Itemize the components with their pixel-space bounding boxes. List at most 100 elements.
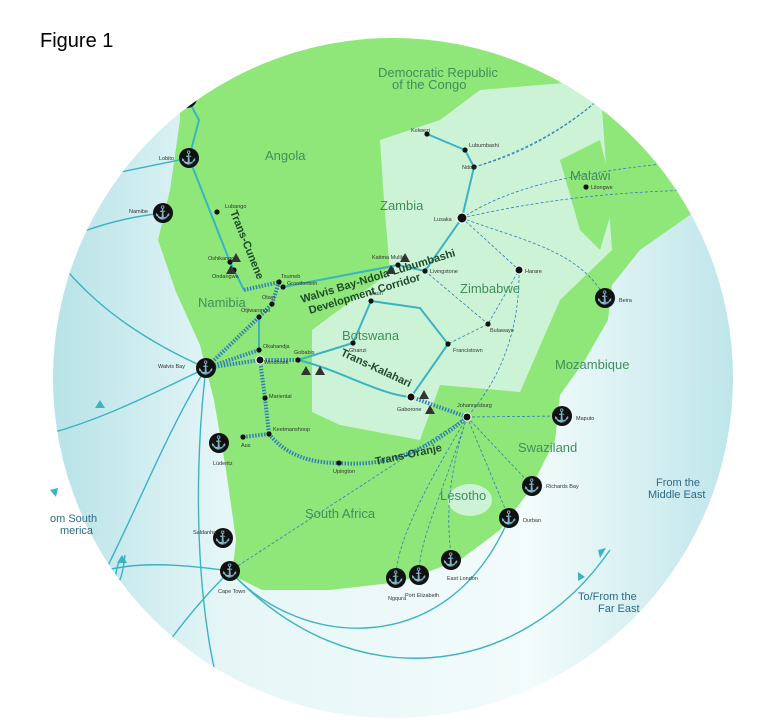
port-label: Luanda bbox=[157, 96, 176, 102]
city[interactable]: Katima Mulilo bbox=[372, 255, 405, 268]
arrow-icon bbox=[95, 400, 105, 408]
city-label: Francistown bbox=[453, 348, 483, 354]
city[interactable]: Oshikango bbox=[208, 256, 234, 265]
city-label: Gaborone bbox=[397, 407, 421, 413]
city[interactable]: Ghanzi bbox=[349, 340, 366, 354]
direction-arrows bbox=[50, 400, 606, 581]
port-anchor[interactable]: ⚓Luanda bbox=[157, 88, 197, 108]
city[interactable]: Gobabis bbox=[294, 350, 315, 363]
city-dot bbox=[262, 395, 268, 401]
city[interactable]: Mariental bbox=[262, 394, 292, 401]
city[interactable]: Otavi bbox=[262, 295, 275, 307]
city[interactable]: Aus bbox=[240, 434, 251, 449]
city-dot bbox=[276, 279, 282, 285]
country-label: Botswana bbox=[342, 328, 400, 343]
anchor-icon: ⚓ bbox=[155, 205, 171, 220]
city[interactable]: Keetmanshoop bbox=[266, 427, 310, 437]
city[interactable]: Lusaka bbox=[434, 212, 468, 224]
anchor-icon: ⚓ bbox=[179, 90, 195, 105]
city-label: Otjiwarongo bbox=[241, 308, 270, 314]
city-dot bbox=[227, 259, 233, 265]
city-dot bbox=[256, 314, 262, 320]
city[interactable]: Lilongwe bbox=[583, 184, 613, 191]
port-label: Walvis Bay bbox=[158, 364, 185, 370]
city[interactable]: Bulawayo bbox=[485, 321, 514, 334]
shipping-label: om South bbox=[50, 513, 97, 525]
city[interactable]: Okahandja bbox=[256, 344, 291, 353]
city-label: Katima Mulilo bbox=[372, 255, 405, 261]
city-dot bbox=[406, 392, 416, 402]
country-label: South Africa bbox=[305, 506, 376, 521]
city[interactable]: Maun bbox=[368, 291, 383, 304]
city[interactable]: Tsumeb bbox=[276, 274, 300, 285]
city-dot bbox=[445, 341, 451, 347]
port-anchor[interactable]: ⚓Walvis Bay bbox=[158, 358, 216, 378]
city[interactable]: Livingstone bbox=[422, 268, 458, 275]
city[interactable]: Upington bbox=[333, 460, 355, 475]
port-anchor[interactable]: ⚓Lüderitz bbox=[209, 433, 233, 467]
port-anchor[interactable]: ⚓Port Elizabeth bbox=[405, 565, 439, 599]
city-dot bbox=[336, 460, 342, 466]
city-label: Okahandja bbox=[263, 344, 291, 350]
city[interactable]: Windhoek bbox=[255, 355, 289, 366]
arrow-icon bbox=[50, 488, 58, 497]
warning-triangle-icon bbox=[301, 366, 311, 375]
city-label: Ndola bbox=[462, 165, 477, 171]
port-anchor[interactable]: ⚓Beira bbox=[595, 288, 633, 308]
city-label: Grootfontein bbox=[287, 281, 317, 287]
city-label: Bulawayo bbox=[490, 328, 514, 334]
anchor-icon: ⚓ bbox=[211, 435, 227, 450]
city-label: Aus bbox=[241, 443, 251, 449]
city-dot bbox=[350, 340, 356, 346]
port-anchor[interactable]: ⚓East London bbox=[441, 550, 478, 582]
city-label: Lilongwe bbox=[591, 185, 613, 191]
city[interactable]: Ndola bbox=[462, 164, 477, 171]
port-anchor[interactable]: ⚓Richards Bay bbox=[522, 476, 579, 496]
city[interactable]: Harare bbox=[514, 265, 542, 275]
shipping-label: From the bbox=[656, 477, 700, 489]
port-anchor[interactable]: ⚓Saldanha bbox=[193, 528, 233, 548]
port-label: Richards Bay bbox=[546, 484, 579, 490]
country-label: Malawi bbox=[570, 168, 611, 183]
port-label: Durban bbox=[523, 518, 541, 524]
city[interactable]: Francistown bbox=[445, 341, 483, 354]
city-label: Maun bbox=[369, 291, 383, 297]
city[interactable]: Kolwezi bbox=[411, 128, 430, 137]
city-dot bbox=[214, 209, 220, 215]
port-anchor[interactable]: ⚓ Namibe bbox=[129, 203, 173, 223]
country-label: Mozambique bbox=[555, 357, 629, 372]
anchor-icon: ⚓ bbox=[597, 290, 613, 305]
city-label: Ondangwa bbox=[212, 274, 240, 280]
city-dot bbox=[424, 131, 430, 137]
city-label: Ghanzi bbox=[349, 348, 366, 354]
city[interactable]: Grootfontein bbox=[280, 281, 317, 290]
port-anchor[interactable]: ⚓Lobito bbox=[159, 148, 199, 168]
shipping-label: Middle East bbox=[648, 489, 705, 501]
port-anchor[interactable]: ⚓Cape Town bbox=[218, 561, 245, 595]
warning-triangle-icon bbox=[425, 405, 435, 414]
port-anchor[interactable]: ⚓Durban bbox=[499, 508, 541, 528]
warning-triangle-icon bbox=[315, 366, 325, 375]
city-dot bbox=[368, 298, 374, 304]
city-label: Otavi bbox=[262, 295, 275, 301]
city[interactable]: Lubango bbox=[214, 204, 246, 215]
port-label: Maputo bbox=[576, 416, 594, 422]
warning-triangle-icon bbox=[419, 390, 429, 399]
city-label: Upington bbox=[333, 469, 355, 475]
city[interactable]: Lubumbashi bbox=[462, 143, 499, 153]
shipping-label: Far East bbox=[598, 603, 640, 615]
port-label: Namibe bbox=[129, 209, 148, 215]
port-anchor[interactable]: ⚓Ngqura bbox=[386, 568, 407, 602]
city[interactable]: Johannesburg bbox=[457, 403, 492, 422]
arrow-icon bbox=[578, 572, 585, 581]
country-label: Democratic Republic bbox=[378, 65, 498, 80]
port-label: Port Elizabeth bbox=[405, 593, 439, 599]
city[interactable]: Gaborone bbox=[397, 392, 421, 413]
anchor-icon: ⚓ bbox=[388, 570, 404, 585]
city[interactable]: Otjiwarongo bbox=[241, 308, 270, 320]
port-anchor[interactable]: ⚓Maputo bbox=[552, 406, 594, 426]
city-dot bbox=[295, 357, 301, 363]
country-label: Lesotho bbox=[440, 488, 486, 503]
city-label: Lusaka bbox=[434, 217, 453, 223]
